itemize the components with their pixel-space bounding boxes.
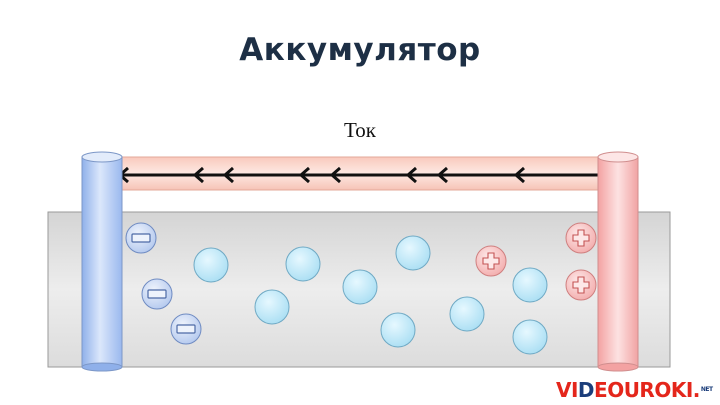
neutral-ion — [396, 236, 430, 270]
negative-ion — [126, 223, 156, 253]
positive-ion — [566, 223, 596, 253]
videouroki-logo: VIDEOUROKI.NET — [556, 379, 713, 401]
neutral-ion — [255, 290, 289, 324]
neutral-ion — [343, 270, 377, 304]
positive-ion — [566, 270, 596, 300]
neutral-ion — [194, 248, 228, 282]
logo-part-3: EOUROKI. — [594, 378, 700, 402]
negative-ion — [142, 279, 172, 309]
neutral-ion — [450, 297, 484, 331]
logo-suffix: NET — [701, 386, 713, 393]
neutral-ion — [513, 320, 547, 354]
neutral-ion — [513, 268, 547, 302]
neutral-ion — [381, 313, 415, 347]
positive-ion — [476, 246, 506, 276]
negative-electrode — [82, 152, 122, 371]
negative-ion — [171, 314, 201, 344]
current-label: Ток — [330, 118, 390, 143]
logo-part-2: D — [578, 378, 594, 402]
positive-electrode — [598, 152, 638, 371]
neutral-ion — [286, 247, 320, 281]
logo-part-1: VI — [556, 378, 578, 402]
